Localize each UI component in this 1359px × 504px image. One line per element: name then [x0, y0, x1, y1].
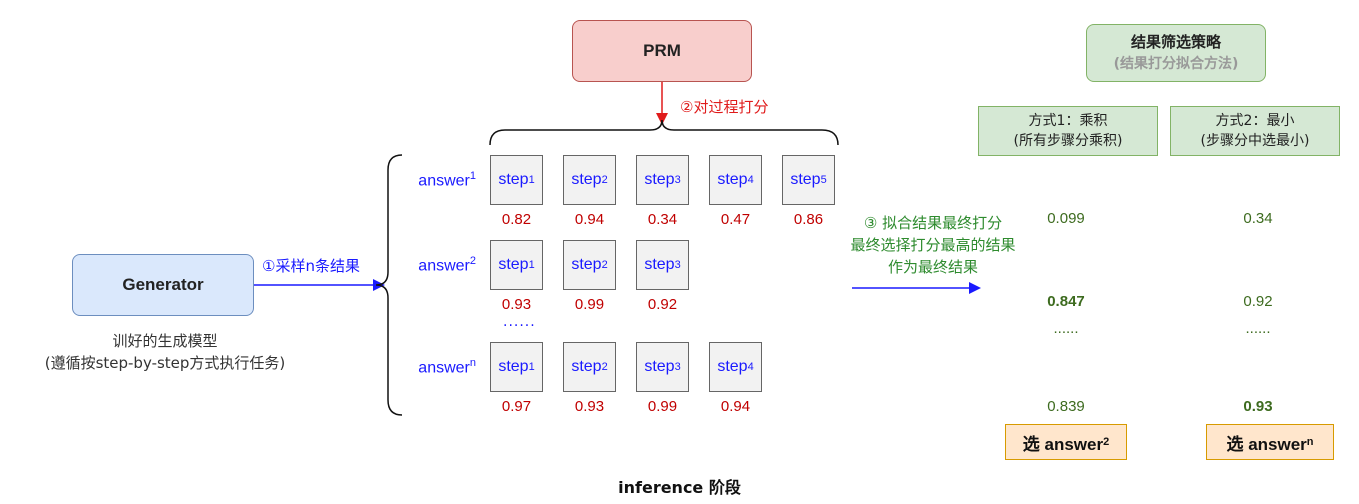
- left-brace: [375, 154, 403, 416]
- answer-label-base: answer: [418, 359, 470, 377]
- step-index: 3: [674, 361, 681, 373]
- step-score: 0.92: [647, 296, 678, 313]
- mode2-value-answern: 0.93: [1243, 398, 1273, 415]
- step-index: 5: [820, 174, 827, 186]
- mode-product-line1: 方式1：乘积: [1028, 113, 1108, 129]
- mode1-value-answer1: 0.099: [1047, 210, 1085, 227]
- step-index: 4: [747, 174, 754, 186]
- pick-mode1-sup: 2: [1103, 436, 1110, 448]
- step-score: 0.99: [574, 296, 605, 313]
- step-score: 0.86: [793, 211, 824, 228]
- mode1-ellipsis: ......: [1053, 320, 1079, 337]
- step-index: 1: [528, 361, 535, 373]
- mode2-value-answer2: 0.92: [1243, 293, 1273, 310]
- step-word: step: [644, 256, 675, 273]
- mode-min-line2: (步骤分中选最小): [1200, 133, 1310, 149]
- step-index: 4: [747, 361, 754, 373]
- generator-box: Generator: [72, 254, 254, 316]
- mode1-value-answern: 0.839: [1047, 398, 1085, 415]
- step-index: 3: [674, 259, 681, 271]
- step-score: 0.94: [720, 398, 751, 415]
- mode-min: 方式2：最小 (步骤分中选最小): [1170, 106, 1340, 156]
- prm-arrow-label: ②对过程打分: [680, 98, 769, 116]
- answer-label-3: answern: [386, 357, 476, 377]
- generator-desc-line1: 训好的生成模型: [112, 332, 218, 350]
- mode2-ellipsis: ......: [1245, 320, 1271, 337]
- mode-product-line2: (所有步骤分乘积): [1013, 133, 1123, 149]
- strategy-title: 结果筛选策略: [1130, 33, 1221, 51]
- step-index: 1: [528, 174, 535, 186]
- answer-label-2: answer2: [386, 255, 476, 275]
- answer-label-sup: n: [469, 357, 476, 369]
- answer-label-sup: 2: [469, 255, 476, 267]
- answers-ellipsis: ......: [503, 314, 536, 330]
- step-index: 1: [528, 259, 535, 271]
- step-word: step: [644, 358, 675, 375]
- answer-label-base: answer: [418, 257, 470, 275]
- generator-description: 训好的生成模型 (遵循按step-by-step方式执行任务): [20, 330, 310, 374]
- generator-desc-line2: (遵循按step-by-step方式执行任务): [44, 354, 286, 372]
- step-score: 0.47: [720, 211, 751, 228]
- sample-label: ①采样n条结果: [262, 257, 360, 275]
- fit-label-line1: ③ 拟合结果最终打分: [863, 214, 1003, 232]
- step-score: 0.99: [647, 398, 678, 415]
- step-word: step: [571, 256, 602, 273]
- step-word: step: [498, 171, 529, 188]
- step-word: step: [571, 171, 602, 188]
- step-word: step: [790, 171, 821, 188]
- step-score: 0.94: [574, 211, 605, 228]
- fit-label: ③ 拟合结果最终打分 最终选择打分最高的结果 作为最终结果: [818, 212, 1048, 278]
- step-score: 0.93: [574, 398, 605, 415]
- step-index: 2: [601, 361, 608, 373]
- step-word: step: [717, 171, 748, 188]
- mode2-value-answer1: 0.34: [1243, 210, 1273, 227]
- step-score: 0.34: [647, 211, 678, 228]
- step-word: step: [644, 171, 675, 188]
- step-index: 2: [601, 174, 608, 186]
- strategy-subtitle: (结果打分拟合方法): [1113, 56, 1239, 72]
- fit-label-line3: 作为最终结果: [887, 258, 978, 276]
- fit-label-line2: 最终选择打分最高的结果: [850, 236, 1016, 254]
- step-score: 0.82: [501, 211, 532, 228]
- pick-mode1-text: 选 answer: [1022, 434, 1104, 454]
- generator-label: Generator: [122, 275, 204, 294]
- step-index: 2: [601, 259, 608, 271]
- pick-mode2-text: 选 answer: [1226, 434, 1307, 454]
- strategy-header: 结果筛选策略 (结果打分拟合方法): [1086, 24, 1266, 82]
- mode1-value-answer2: 0.847: [1047, 293, 1085, 310]
- answer-label-base: answer: [418, 172, 470, 190]
- answer-label-sup: 1: [469, 170, 476, 182]
- prm-label: PRM: [643, 41, 681, 60]
- step-word: step: [498, 256, 529, 273]
- mode-min-line1: 方式2：最小: [1215, 113, 1295, 129]
- top-brace: [489, 119, 839, 146]
- step-word: step: [717, 358, 748, 375]
- step-score: 0.93: [501, 296, 532, 313]
- step-word: step: [571, 358, 602, 375]
- prm-box: PRM: [572, 20, 752, 82]
- step-word: step: [498, 358, 529, 375]
- answer-label-1: answer1: [386, 170, 476, 190]
- pick-mode2-sup: n: [1306, 436, 1314, 448]
- step-index: 3: [674, 174, 681, 186]
- mode-product: 方式1：乘积 (所有步骤分乘积): [978, 106, 1158, 156]
- step-score: 0.97: [501, 398, 532, 415]
- footer-title: inference 阶段: [618, 478, 741, 497]
